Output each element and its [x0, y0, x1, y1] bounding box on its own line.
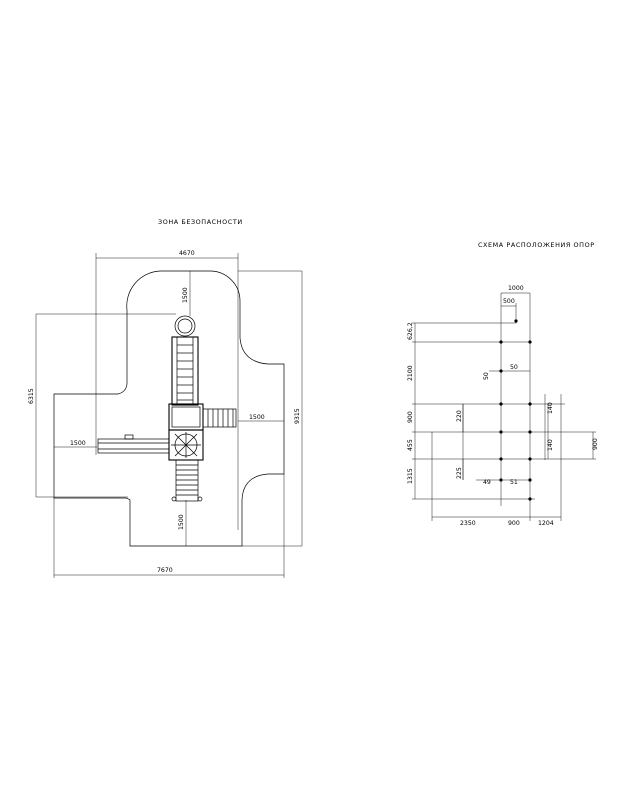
safety-zone-title: ЗОНА БЕЗОПАСНОСТИ	[158, 218, 243, 226]
dim-text-900-bottom: 900	[508, 520, 520, 527]
support-point	[528, 430, 532, 434]
playground-equipment	[97, 315, 237, 502]
support-point	[528, 497, 532, 501]
dim-text-1500-top: 1500	[182, 287, 189, 303]
dim-text-4670: 4670	[179, 250, 195, 257]
dim-text-1500-left: 1500	[70, 440, 86, 447]
dim-text-1315: 1315	[407, 468, 414, 484]
dim-text-220: 220	[456, 410, 463, 422]
dim-text-50-b: 50	[510, 364, 518, 371]
dim-text-49: 49	[483, 479, 491, 486]
dim-text-500: 500	[503, 298, 515, 305]
support-point	[499, 430, 503, 434]
dim-text-900-left: 900	[407, 411, 414, 423]
supports-layout-title: СХЕМА РАСПОЛОЖЕНИЯ ОПОР	[478, 241, 595, 249]
right-steps	[202, 408, 237, 428]
left-slide	[97, 438, 170, 454]
dim-text-2350: 2350	[460, 520, 476, 527]
dim-text-1204: 1204	[538, 520, 554, 527]
top-ladder	[171, 336, 199, 406]
safety-zone-drawing: ЗОНА БЕЗОПАСНОСТИ 4670 1500 6315 9315 15…	[28, 218, 303, 578]
dim-text-1000: 1000	[508, 285, 524, 292]
dim-text-6315: 6315	[28, 388, 35, 404]
support-point	[528, 340, 532, 344]
bottom-ladder	[175, 459, 199, 502]
dim-text-900-right: 900	[592, 438, 599, 450]
dim-text-50-a: 50	[483, 372, 490, 380]
dim-text-9315: 9315	[294, 408, 301, 424]
tube-ring-inner	[177, 318, 193, 334]
dim-text-140-a: 140	[547, 402, 554, 414]
dim-text-140-b: 140	[547, 439, 554, 451]
support-point	[528, 457, 532, 461]
dim-text-455: 455	[407, 439, 414, 451]
support-point	[499, 340, 503, 344]
tube-ring	[174, 315, 196, 337]
dim-text-51: 51	[510, 479, 518, 486]
dim-text-7670: 7670	[157, 567, 173, 574]
dim-text-626: 626,2	[407, 322, 414, 340]
support-point	[528, 402, 532, 406]
dim-text-1500-bottom: 1500	[178, 514, 185, 530]
support-point	[499, 402, 503, 406]
dim-text-225: 225	[456, 467, 463, 479]
support-point	[499, 457, 503, 461]
supports-layout-drawing: СХЕМА РАСПОЛОЖЕНИЯ ОПОР 1000	[407, 241, 599, 527]
dim-text-1500-right: 1500	[249, 414, 265, 421]
dim-text-2100: 2100	[407, 365, 414, 381]
upper-tower	[168, 403, 204, 431]
